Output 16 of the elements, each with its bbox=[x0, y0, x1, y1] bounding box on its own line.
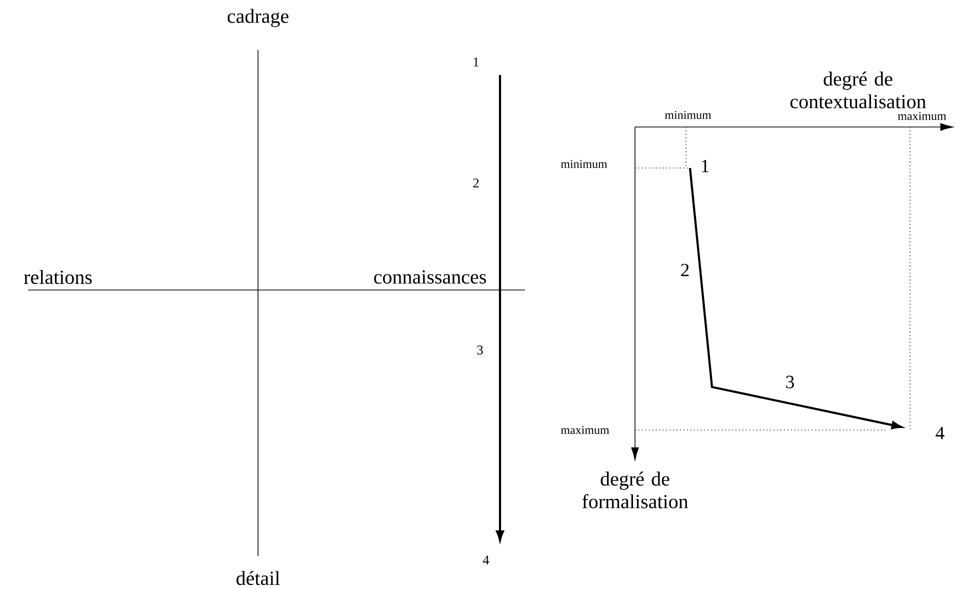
axis-label: degré de contextualisation bbox=[790, 72, 926, 108]
axis-label: minimum bbox=[664, 110, 712, 120]
axis-label: 1 bbox=[474, 58, 479, 66]
axis-label: minimum bbox=[560, 160, 608, 168]
axis-label: degré de formalisation bbox=[582, 472, 688, 508]
axis-label: relations bbox=[24, 270, 92, 284]
axis-label: 3 bbox=[477, 346, 483, 354]
axis-label: connaissances bbox=[374, 270, 486, 284]
axis-label: 4 bbox=[936, 426, 944, 440]
axis-label: 2 bbox=[473, 178, 479, 188]
axis-label: 4 bbox=[482, 556, 490, 564]
axis-label: détail bbox=[236, 570, 280, 586]
axis-label: cadrage bbox=[228, 8, 288, 28]
axis-label: 2 bbox=[681, 264, 689, 276]
axis-label: maximum bbox=[560, 426, 610, 434]
axis-label: maximum bbox=[898, 112, 946, 120]
